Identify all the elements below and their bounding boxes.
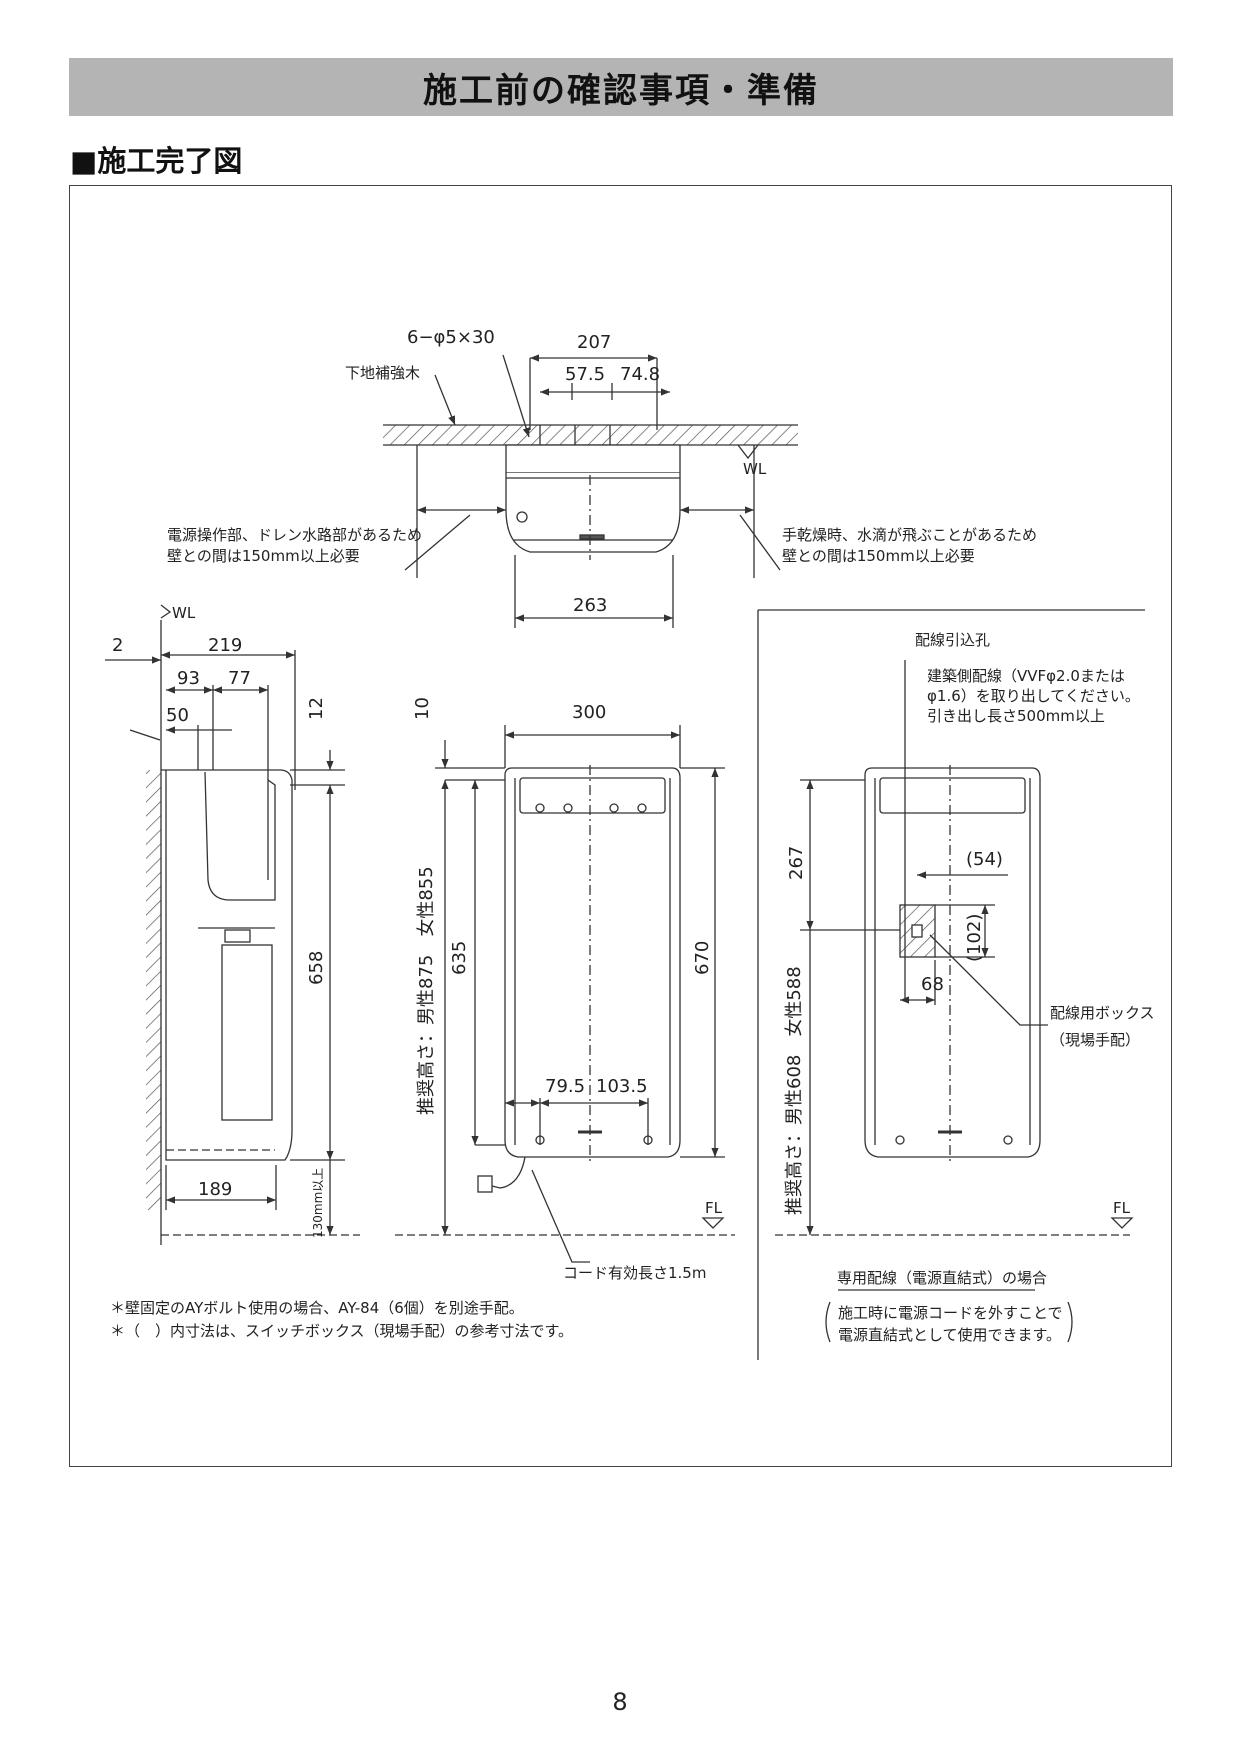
wl-side: WL <box>172 604 196 622</box>
right-note-1: 手乾燥時、水滴が飛ぶことがあるため <box>782 526 1037 544</box>
dim-207: 207 <box>577 332 611 353</box>
top-view <box>383 354 798 628</box>
dim-300: 300 <box>572 702 606 723</box>
drawing-frame <box>69 185 1172 1467</box>
fl-direct: FL <box>1113 1199 1131 1217</box>
dim-10: 10 <box>412 697 433 720</box>
dim-189: 189 <box>198 1179 232 1200</box>
unit-mount-plate <box>505 444 681 474</box>
front-view <box>395 725 735 1263</box>
dim-57-5: 57.5 <box>565 364 605 385</box>
dim-263: 263 <box>573 595 607 616</box>
fl-front: FL <box>705 1199 723 1217</box>
left-note-2: 壁との間は150mm以上必要 <box>167 547 360 565</box>
wiring-box-label-1: 配線用ボックス <box>1050 1004 1155 1022</box>
wiring-box-label-2: （現場手配） <box>1050 1031 1140 1049</box>
left-note-1: 電源操作部、ドレン水路部があるため <box>167 526 422 544</box>
wiring-hole-label: 配線引込孔 <box>915 631 990 649</box>
dim-12: 12 <box>306 697 327 720</box>
direct-unit-body <box>864 767 1041 1158</box>
page-number: 8 <box>612 1688 628 1716</box>
direct-wiring-view <box>757 609 1145 1360</box>
dim-54: (54) <box>966 849 1003 870</box>
dim-130-min: 130mm以上 <box>311 1168 325 1238</box>
dim-2: 2 <box>112 635 123 656</box>
direct-wiring-title: 専用配線（電源直結式）の場合 <box>837 1269 1047 1287</box>
dim-50: 50 <box>166 705 189 726</box>
cord-length: コード有効長さ1.5m <box>563 1264 706 1282</box>
note-2: ＊（ ）内寸法は、スイッチボックス（現場手配）の参考寸法です。 <box>110 1322 573 1340</box>
direct-note-2: 電源直結式として使用できます。 <box>838 1326 1061 1344</box>
dim-670: 670 <box>692 941 713 975</box>
reinforcement-label: 下地補強木 <box>345 364 420 382</box>
wire-note-2: φ1.6）を取り出してください。 <box>927 687 1140 705</box>
dim-635: 635 <box>449 941 470 975</box>
dim-102: (102) <box>964 914 985 962</box>
side-unit-body <box>161 769 293 1161</box>
holes-label: 6−φ5×30 <box>407 327 495 348</box>
dim-68: 68 <box>921 974 944 995</box>
dim-658: 658 <box>306 951 327 985</box>
wall-hatch-top <box>383 425 798 445</box>
note-1: ＊壁固定のAYボルト使用の場合、AY-84（6個）を別途手配。 <box>110 1299 524 1317</box>
front-unit-body <box>504 767 681 1158</box>
dim-267: 267 <box>786 846 807 880</box>
header-bar: 施工前の確認事項・準備 <box>69 58 1173 116</box>
wl-top: WL <box>743 460 767 478</box>
unit-body-top <box>505 473 681 553</box>
dim-79-5: 79.5 <box>545 1076 585 1097</box>
section-title: ■施工完了図 <box>70 144 243 178</box>
recommend-height-front: 推奨高さ：男性875 女性855 <box>416 866 437 1115</box>
side-wall-hatch <box>146 770 161 1210</box>
recommend-height-direct: 推奨高さ：男性608 女性588 <box>784 966 805 1215</box>
direct-note-1: 施工時に電源コードを外すことで <box>838 1304 1063 1322</box>
wire-note-1: 建築側配線（VVFφ2.0または <box>927 667 1125 685</box>
page-title: 施工前の確認事項・準備 <box>423 70 819 111</box>
dim-103-5: 103.5 <box>596 1076 648 1097</box>
right-note-2: 壁との間は150mm以上必要 <box>782 547 975 565</box>
dim-77: 77 <box>228 668 251 689</box>
side-view <box>105 604 360 1245</box>
dim-93: 93 <box>177 668 200 689</box>
wire-note-3: 引き出し長さ500mm以上 <box>927 707 1105 725</box>
dim-219: 219 <box>208 635 242 656</box>
dim-74-8: 74.8 <box>620 364 660 385</box>
